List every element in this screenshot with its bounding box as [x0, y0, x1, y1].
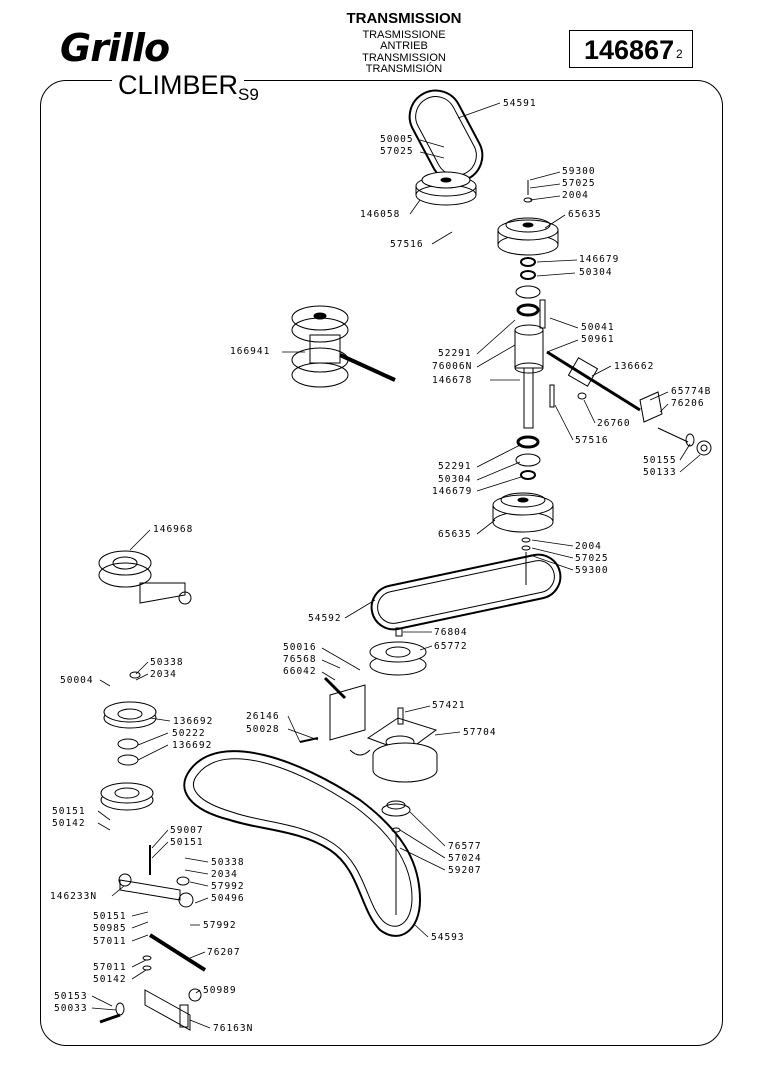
callout-50041: 50041: [581, 322, 615, 333]
callout-50961: 50961: [581, 334, 615, 345]
callout-52291: 52291: [438, 461, 472, 472]
callout-59007: 59007: [170, 825, 204, 836]
callout-146058: 146058: [360, 209, 401, 220]
callout-50989: 50989: [203, 985, 237, 996]
model-variant: S9: [238, 85, 259, 104]
callout-146679: 146679: [432, 486, 473, 497]
title-it: TRASMISSIONE: [362, 29, 446, 41]
callout-76577: 76577: [448, 841, 482, 852]
title: TRANSMISSION: [346, 10, 462, 27]
callout-57421: 57421: [432, 700, 466, 711]
callout-50338: 50338: [150, 657, 184, 668]
clutch-assembly: [299, 627, 438, 915]
callout-76207: 76207: [207, 947, 241, 958]
callout-146679: 146679: [579, 254, 620, 265]
callout-50016: 50016: [283, 642, 317, 653]
callout-50338: 50338: [211, 857, 245, 868]
callout-66042: 66042: [283, 666, 317, 677]
title-fr: TRANSMISSION: [362, 52, 446, 64]
callout-76006N: 76006N: [432, 361, 473, 372]
callout-57516: 57516: [390, 239, 424, 250]
callout-50985: 50985: [93, 923, 127, 934]
belt-54592: [370, 553, 562, 631]
callout-54591: 54591: [503, 98, 537, 109]
callout-2034: 2034: [150, 669, 177, 680]
callout-76206: 76206: [671, 398, 705, 409]
bearing-stack-lower: [515, 435, 541, 480]
callout-76568: 76568: [283, 654, 317, 665]
callout-50151: 50151: [93, 911, 127, 922]
callout-50133: 50133: [643, 467, 677, 478]
callout-50153: 50153: [54, 991, 88, 1002]
callout-57011: 57011: [93, 962, 127, 973]
assembly-166941: [291, 305, 396, 388]
callout-136692: 136692: [172, 740, 213, 751]
callout-50005: 50005: [380, 134, 414, 145]
callout-2034: 2034: [211, 869, 238, 880]
callout-59300: 59300: [575, 565, 609, 576]
bearing-stack-upper: [515, 180, 541, 317]
callout-26760: 26760: [597, 418, 631, 429]
sheet-number: 2: [676, 47, 683, 61]
assembly-146968: [98, 550, 192, 605]
callout-59300: 59300: [562, 166, 596, 177]
callout-50155: 50155: [643, 455, 677, 466]
tensioner-assembly: [99, 671, 207, 1031]
callout-52291: 52291: [438, 348, 472, 359]
model-name: CLIMBER: [112, 70, 245, 100]
callout-2004: 2004: [562, 190, 589, 201]
callout-50222: 50222: [172, 728, 206, 739]
callout-57025: 57025: [562, 178, 596, 189]
callout-50033: 50033: [54, 1003, 88, 1014]
callout-136692: 136692: [173, 716, 214, 727]
grillo-logo: Grillo: [60, 26, 170, 70]
callout-57704: 57704: [463, 727, 497, 738]
callout-2004: 2004: [575, 541, 602, 552]
callout-146968: 146968: [153, 524, 194, 535]
diagram-frame: [40, 80, 723, 1046]
callout-50151: 50151: [52, 806, 86, 817]
callout-76804: 76804: [434, 627, 468, 638]
callout-54592: 54592: [308, 613, 342, 624]
belt-54593: [183, 750, 422, 937]
pulley-65635-upper: [497, 217, 559, 256]
part-number-box: 146867 2: [569, 30, 693, 68]
callout-65772: 65772: [434, 641, 468, 652]
callout-57025: 57025: [380, 146, 414, 157]
callout-50151: 50151: [170, 837, 204, 848]
callout-57992: 57992: [211, 881, 245, 892]
callout-166941: 166941: [230, 346, 271, 357]
callout-50304: 50304: [579, 267, 613, 278]
callout-57024: 57024: [448, 853, 482, 864]
callout-57992: 57992: [203, 920, 237, 931]
pulley-146058: [415, 171, 477, 206]
callout-57011: 57011: [93, 936, 127, 947]
leader-lines: [91, 102, 701, 1029]
callout-65774B: 65774B: [671, 386, 712, 397]
callout-50004: 50004: [60, 675, 94, 686]
housing-76006N: [514, 299, 712, 456]
callout-146233N: 146233N: [50, 891, 98, 902]
callout-65635: 65635: [438, 529, 472, 540]
callout-26146: 26146: [246, 711, 280, 722]
callout-54593: 54593: [431, 932, 465, 943]
callout-50142: 50142: [93, 974, 127, 985]
callout-76163N: 76163N: [213, 1023, 254, 1034]
callout-50304: 50304: [438, 474, 472, 485]
callout-50142: 50142: [52, 818, 86, 829]
callout-50496: 50496: [211, 893, 245, 904]
title-es: TRANSMISIÓN: [365, 63, 443, 75]
callout-146678: 146678: [432, 375, 473, 386]
pulley-65635-lower: [492, 492, 554, 585]
callout-57025: 57025: [575, 553, 609, 564]
title-de: ANTRIEB: [380, 40, 428, 52]
callout-59207: 59207: [448, 865, 482, 876]
callout-50028: 50028: [246, 724, 280, 735]
part-number: 146867: [584, 35, 675, 65]
callout-136662: 136662: [614, 361, 655, 372]
callout-65635: 65635: [568, 209, 602, 220]
callout-57516: 57516: [575, 435, 609, 446]
